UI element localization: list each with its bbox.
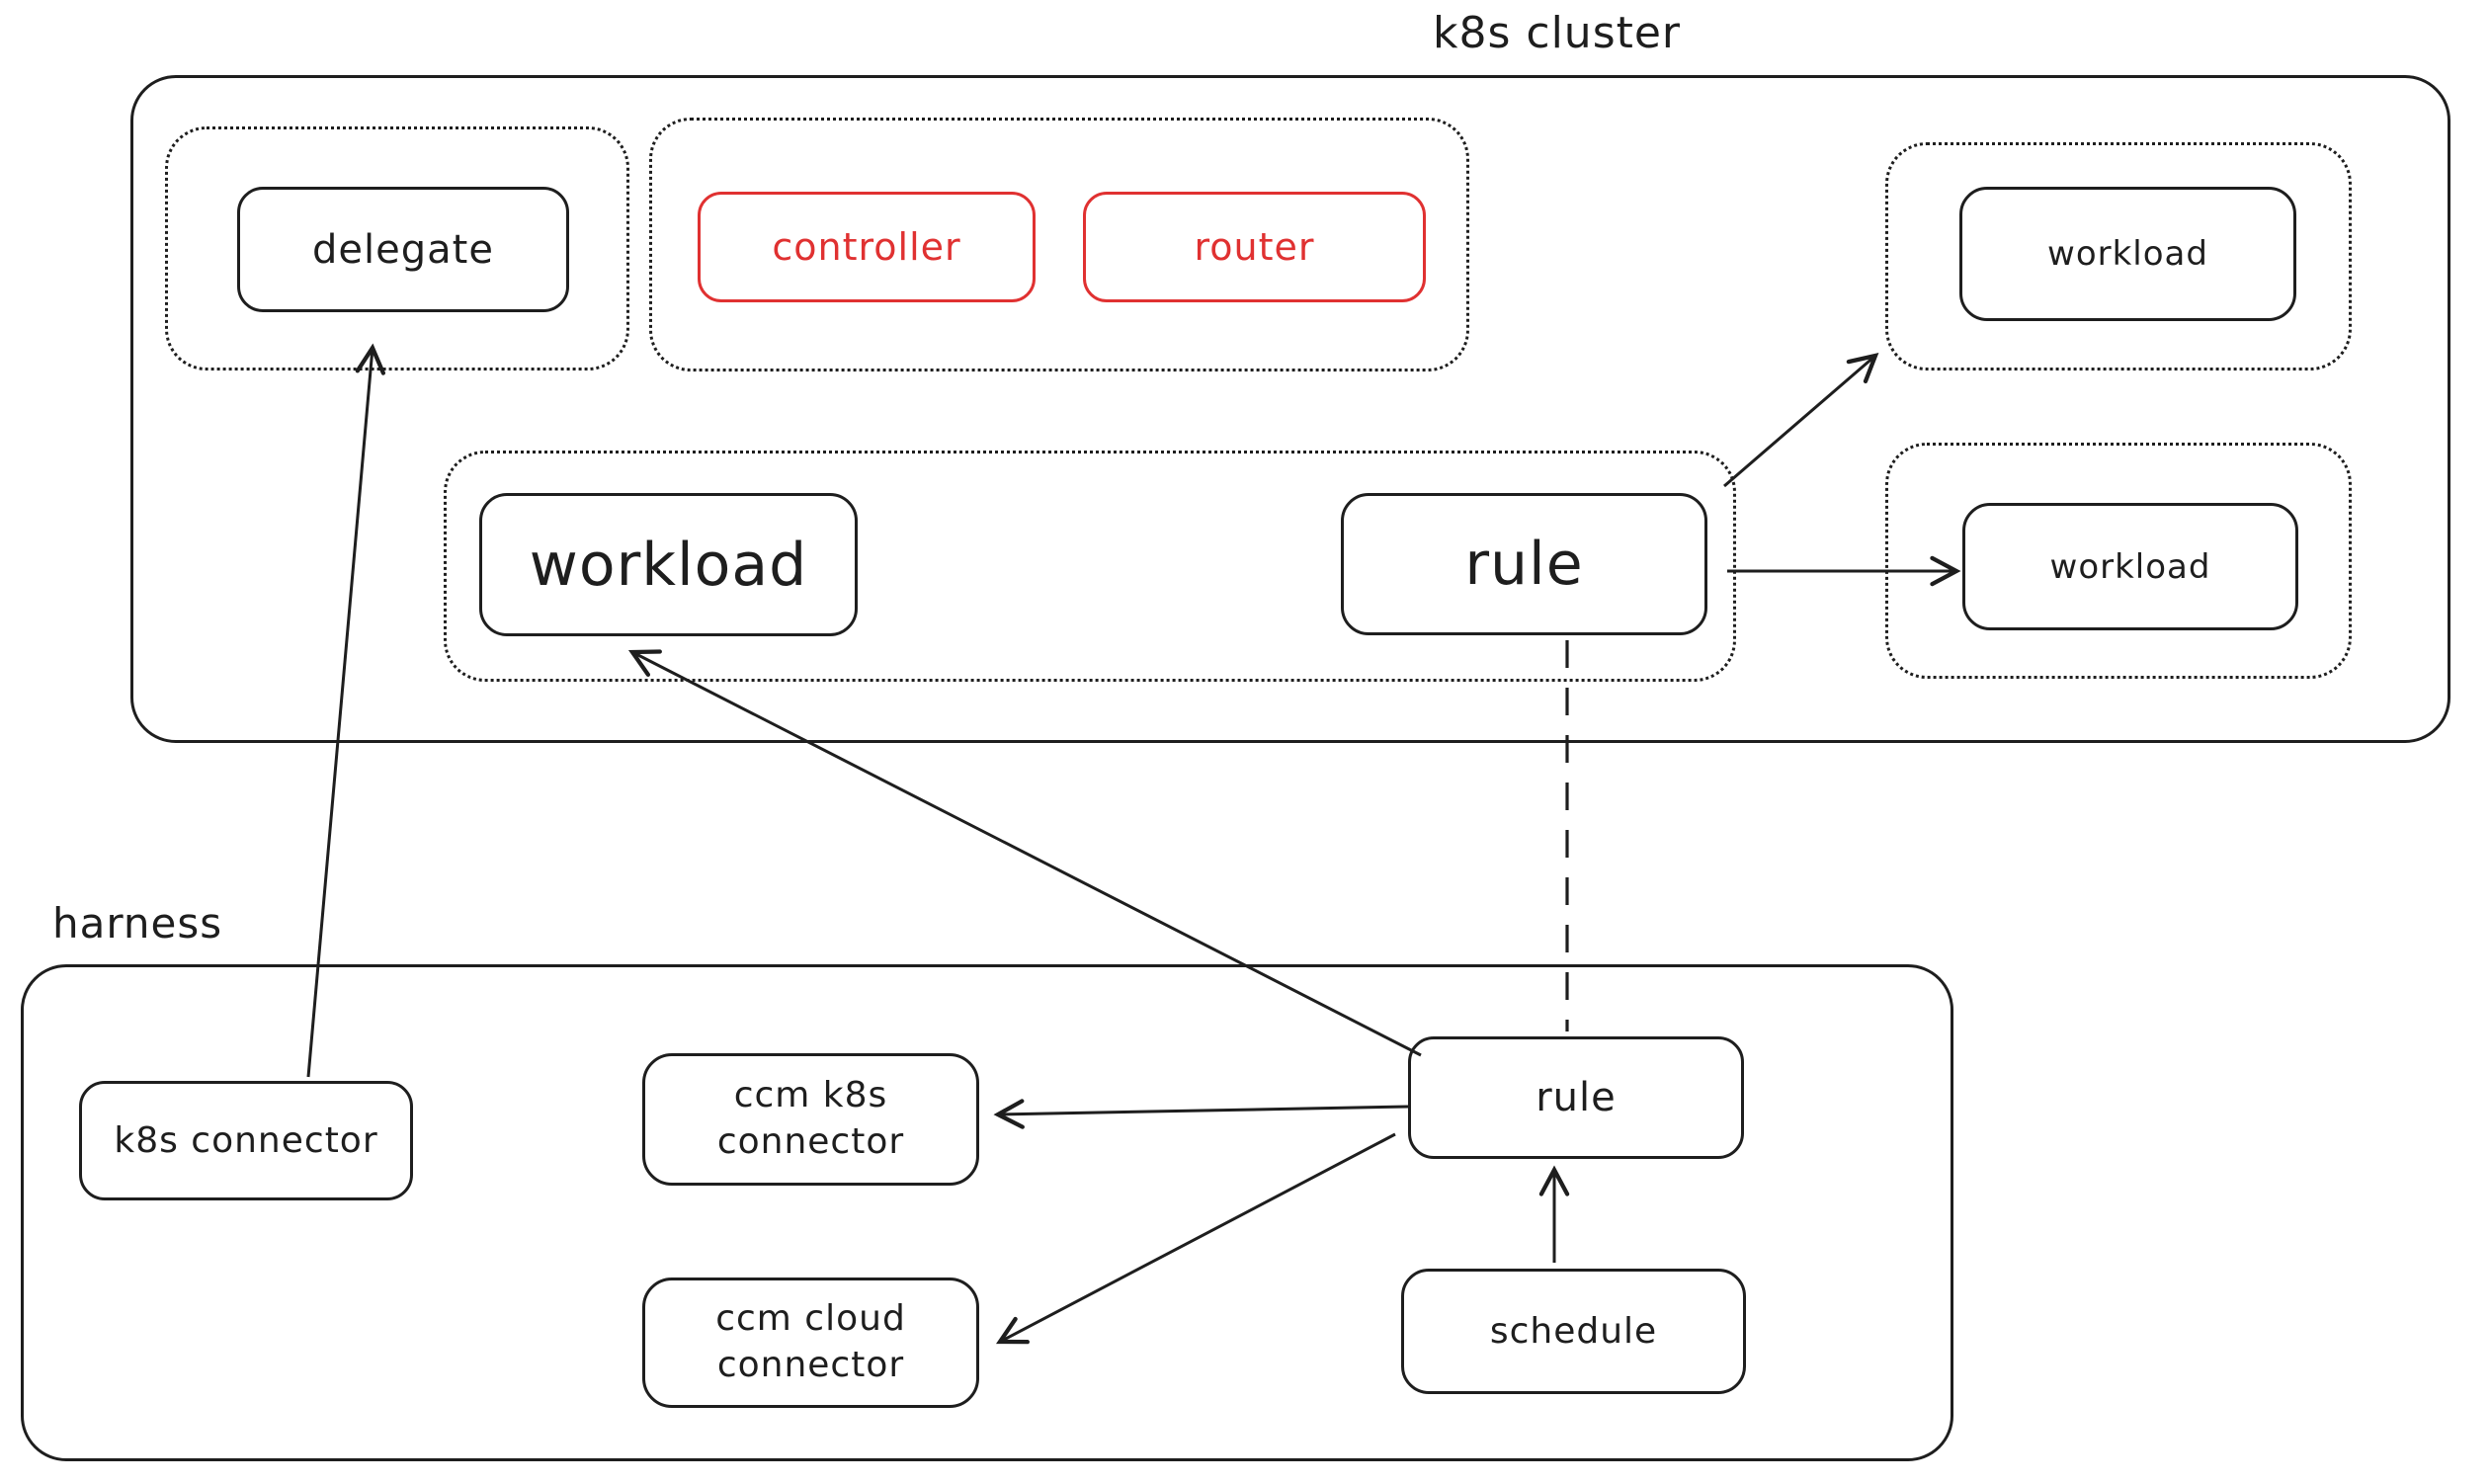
workload-right-dotted-group bbox=[1885, 443, 2352, 679]
ccm-cloud-connector-label: ccm cloud connector bbox=[715, 1298, 906, 1385]
ccm-k8s-connector-node: ccm k8s connector bbox=[642, 1053, 979, 1186]
workload-top-node: workload bbox=[1959, 187, 2296, 321]
controller-label: controller bbox=[772, 225, 961, 269]
rule-k8s-node: rule bbox=[1341, 493, 1707, 635]
workload-right-node: workload bbox=[1962, 503, 2298, 630]
workload-main-node: workload bbox=[479, 493, 858, 636]
workload-top-dotted-group bbox=[1885, 142, 2352, 371]
controller-router-dotted-group bbox=[649, 118, 1469, 371]
k8s-connector-node: k8s connector bbox=[79, 1081, 413, 1200]
harness-title: harness bbox=[52, 899, 223, 948]
delegate-dotted-group bbox=[165, 126, 629, 371]
schedule-label: schedule bbox=[1489, 1311, 1658, 1352]
workload-top-label: workload bbox=[2047, 234, 2208, 274]
k8s-connector-label: k8s connector bbox=[114, 1120, 378, 1161]
delegate-label: delegate bbox=[312, 226, 494, 273]
router-label: router bbox=[1194, 225, 1315, 269]
rule-harness-label: rule bbox=[1536, 1075, 1617, 1120]
ccm-k8s-connector-label: ccm k8s connector bbox=[716, 1075, 905, 1162]
schedule-node: schedule bbox=[1401, 1269, 1746, 1394]
workload-main-label: workload bbox=[529, 530, 808, 600]
rule-harness-node: rule bbox=[1408, 1036, 1744, 1159]
rule-k8s-label: rule bbox=[1464, 530, 1584, 599]
workload-right-label: workload bbox=[2049, 546, 2211, 587]
delegate-node: delegate bbox=[237, 187, 569, 312]
router-node: router bbox=[1083, 192, 1426, 302]
k8s-cluster-title: k8s cluster bbox=[1433, 8, 1682, 58]
controller-node: controller bbox=[698, 192, 1036, 302]
ccm-cloud-connector-node: ccm cloud connector bbox=[642, 1278, 979, 1408]
